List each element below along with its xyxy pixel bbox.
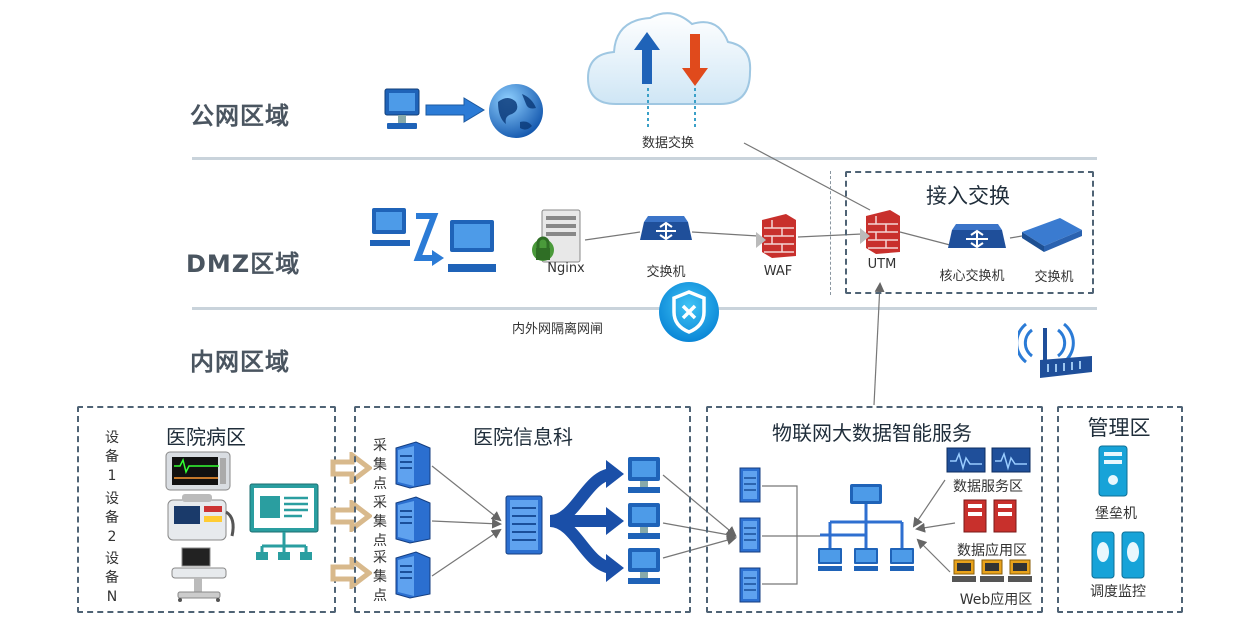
right-arrow-icon	[424, 96, 486, 128]
data-service-monitors-icon	[946, 447, 1032, 479]
iot-node-2-icon	[852, 546, 880, 578]
device-1-label: 设备1	[105, 430, 119, 484]
info-dept-box-title: 医院信息科	[473, 425, 573, 449]
ward-box-title: 医院病区	[166, 425, 246, 449]
bastion-host-label: 堡垒机	[1095, 506, 1137, 522]
zone-intranet-label: 内网区域	[190, 348, 290, 376]
core-switch-icon	[946, 222, 1008, 260]
dmz-switch-label: 交换机	[646, 265, 686, 280]
zone-public-label: 公网区域	[190, 102, 290, 130]
cloud-dotted-lines	[647, 88, 696, 128]
isolation-gateway-icon	[656, 282, 722, 346]
iot-service-box-title: 物联网大数据智能服务	[772, 421, 972, 445]
separator-public-dmz	[192, 157, 1097, 160]
upload-arrow-icon	[632, 30, 662, 90]
collect-point-3-label: 采集点	[373, 550, 387, 604]
defibrillator-icon	[164, 492, 238, 548]
workstation-2-icon	[626, 501, 662, 545]
collect-arrow-2-icon	[330, 497, 374, 536]
iot-server-1-icon	[738, 466, 762, 508]
web-app-terminals-icon	[950, 558, 1036, 594]
workstation-3-icon	[626, 546, 662, 590]
iot-node-3-icon	[888, 546, 916, 578]
iot-server-3-icon	[738, 566, 762, 608]
public-computer-icon	[384, 88, 420, 136]
info-main-server-icon	[502, 494, 546, 562]
dmz-switch-icon	[638, 214, 694, 252]
iot-node-1-icon	[816, 546, 844, 578]
zone-dmz-label: DMZ区域	[186, 250, 301, 278]
workstation-1-icon	[626, 455, 662, 499]
dispatch-monitor-icon	[1090, 530, 1148, 584]
isolation-gateway-label: 内外网隔离网闸	[512, 322, 604, 337]
management-box	[1057, 406, 1183, 613]
wireless-router-icon	[1015, 320, 1094, 386]
waf-firewall-icon	[756, 210, 800, 264]
separator-dmz-intranet	[192, 307, 1097, 310]
collect-point-1-label: 采集点	[373, 438, 387, 492]
collect-server-3-icon	[390, 550, 434, 604]
distribution-arrows-icon	[546, 456, 626, 590]
collect-arrow-1-icon	[330, 449, 374, 488]
download-arrow-icon	[680, 32, 710, 92]
access-divider	[830, 171, 831, 295]
iot-server-2-icon	[738, 516, 762, 558]
utm-label: UTM	[867, 257, 897, 272]
patient-monitor-icon	[164, 450, 232, 498]
web-app-label: Web应用区	[959, 592, 1033, 608]
access-box-title: 接入交换	[926, 184, 1010, 208]
waf-label: WAF	[763, 264, 793, 279]
dmz-exchange-computers-icon	[370, 206, 500, 282]
collect-point-2-label: 采集点	[373, 495, 387, 549]
dispatch-monitor-label: 调度监控	[1090, 584, 1146, 600]
data-service-label: 数据服务区	[953, 479, 1023, 495]
data-app-label: 数据应用区	[957, 543, 1027, 559]
bastion-host-icon	[1096, 444, 1130, 502]
collect-server-2-icon	[390, 495, 434, 549]
access-switch-device-icon	[1018, 214, 1086, 258]
ultrasound-cart-icon	[164, 546, 236, 606]
network-terminal-icon	[248, 482, 320, 566]
device-n-label: 设备N	[105, 551, 119, 605]
core-switch-label: 核心交换机	[939, 269, 1005, 284]
cloud-icon	[586, 4, 752, 120]
collect-arrow-3-icon	[330, 554, 374, 593]
iot-service-box	[706, 406, 1043, 613]
data-app-servers-icon	[962, 498, 1020, 538]
nginx-server-icon	[530, 208, 590, 272]
utm-firewall-icon	[860, 206, 904, 260]
access-switch-box	[845, 171, 1094, 294]
globe-icon	[486, 82, 546, 144]
iot-hub-computer-icon	[848, 482, 884, 512]
management-box-title: 管理区	[1087, 416, 1151, 440]
access-switch-label: 交换机	[1034, 270, 1074, 285]
device-2-label: 设备2	[105, 491, 119, 545]
nginx-label: Nginx	[547, 261, 585, 276]
data-exchange-label: 数据交换	[641, 136, 695, 151]
info-dept-box	[354, 406, 691, 613]
collect-server-1-icon	[390, 440, 434, 494]
